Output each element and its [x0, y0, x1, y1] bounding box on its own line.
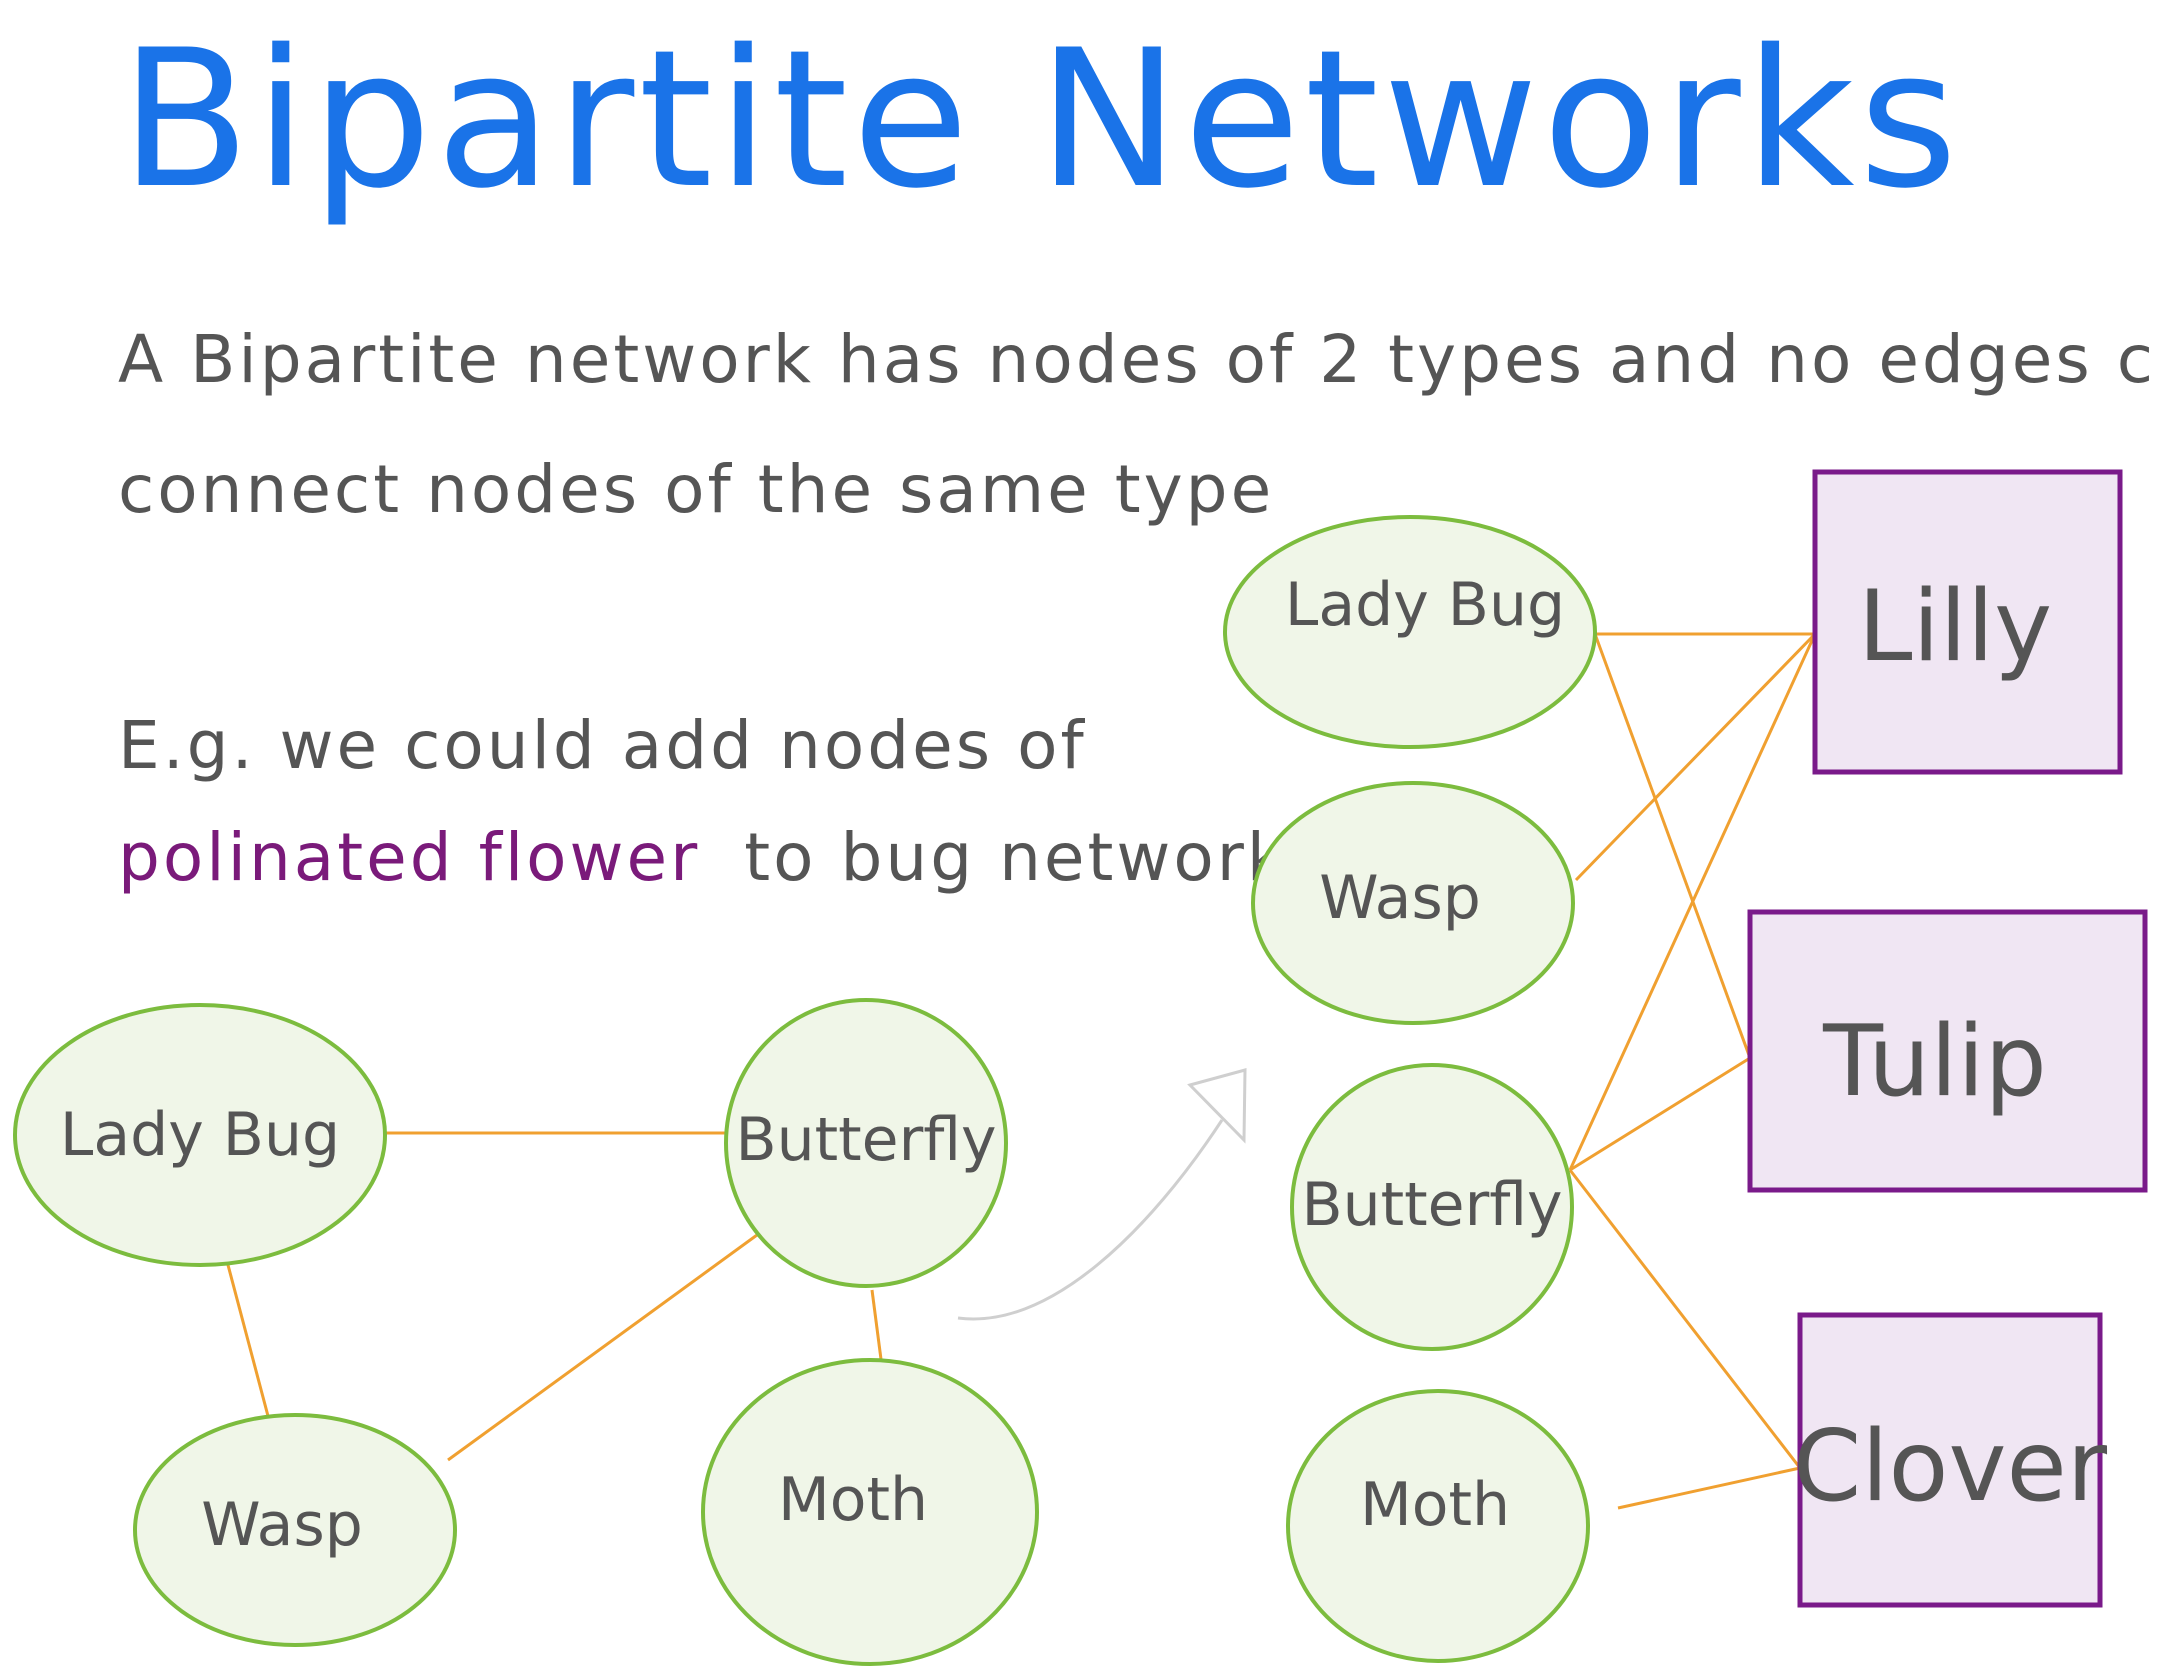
bip-node-moth: Moth — [1286, 1389, 1590, 1663]
description-line-2: connect nodes of the same type — [118, 451, 1274, 528]
description-line-1: A Bipartite network has nodes of 2 types… — [118, 321, 2157, 398]
transition-arrow — [957, 1068, 1247, 1321]
edge-butterfly-lilly — [1568, 633, 1817, 1171]
node-label: Butterfly — [1301, 1170, 1562, 1240]
edge-butterfly-tulip — [1569, 1056, 1751, 1172]
edge-moth-clover — [1617, 1466, 1801, 1510]
edge-wasp-lilly — [1574, 632, 1817, 882]
bip-node-lilly: Lilly — [1812, 469, 2123, 775]
edge-ladybug-tulip — [1593, 633, 1752, 1059]
edge-butterfly-wasp — [447, 1233, 758, 1462]
bip-node-lady-bug: Lady Bug — [1223, 515, 1597, 749]
page-title: Bipartite Networks — [120, 9, 1962, 230]
flower-label: Tulip — [1822, 1005, 2047, 1119]
bip-node-wasp: Wasp — [1251, 781, 1575, 1025]
node-label: Wasp — [1319, 863, 1481, 933]
edge-butterfly-clover — [1568, 1169, 1802, 1469]
example-line-2: polinated flower to bug network. — [118, 819, 1312, 896]
node-butterfly: Butterfly — [724, 998, 1008, 1288]
node-wasp: Wasp — [133, 1413, 457, 1647]
example-highlight: polinated flower — [118, 819, 700, 896]
bip-node-tulip: Tulip — [1747, 909, 2148, 1193]
node-label: Lady Bug — [1285, 570, 1565, 640]
node-lady-bug: Lady Bug — [13, 1003, 387, 1267]
node-label: Lady Bug — [60, 1100, 340, 1170]
example-line-2-rest: to bug network. — [744, 819, 1312, 896]
bipartite-graph: Lady Bug Wasp Butterfly Moth Lilly Tulip… — [1223, 469, 2148, 1663]
node-label: Moth — [1360, 1470, 1510, 1540]
node-label: Moth — [778, 1465, 928, 1535]
node-label: Butterfly — [735, 1105, 996, 1175]
flower-label: Clover — [1793, 1410, 2108, 1524]
node-moth: Moth — [701, 1358, 1039, 1666]
node-label: Wasp — [201, 1490, 363, 1560]
example-line-1: E.g. we could add nodes of — [118, 707, 1087, 784]
bip-node-butterfly: Butterfly — [1290, 1063, 1574, 1351]
bip-node-clover: Clover — [1793, 1312, 2108, 1608]
flower-label: Lilly — [1858, 570, 2052, 684]
unipartite-graph: Lady Bug Butterfly Wasp Moth — [13, 998, 1039, 1666]
edge-ladybug-wasp — [226, 1264, 270, 1417]
